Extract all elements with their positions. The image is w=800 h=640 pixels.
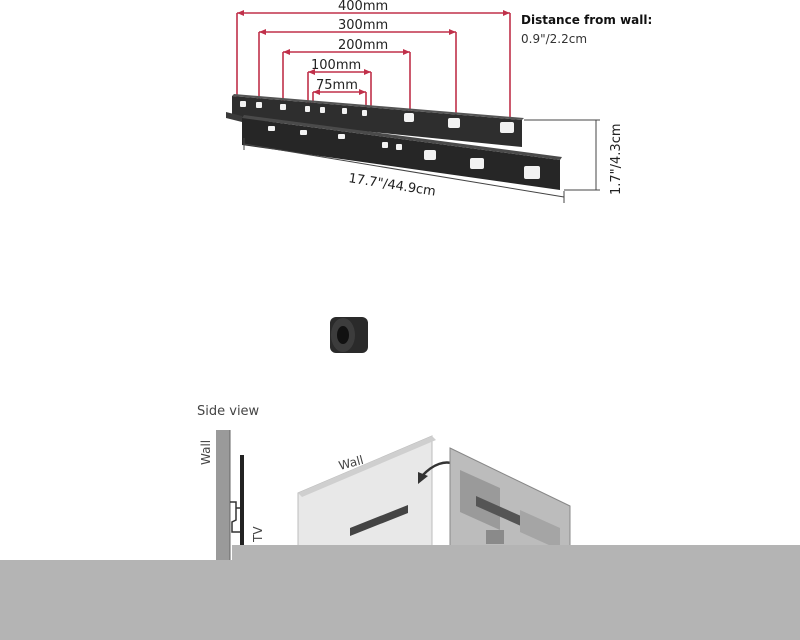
length-label: 17.7"/44.9cm: [347, 171, 436, 200]
dim-400mm-label: 400mm: [338, 0, 388, 14]
side-view-title: Side view: [197, 404, 260, 419]
install-wall-panel: [297, 435, 436, 561]
dim-100mm-label: 100mm: [311, 58, 361, 73]
install-wall-label: Wall: [337, 453, 365, 473]
dim-300mm-label: 300mm: [338, 18, 388, 33]
distance-title: Distance from wall:: [521, 13, 652, 27]
mounting-rails: [226, 94, 562, 190]
side-view-wall: [216, 430, 231, 560]
bottom-bar: [0, 560, 800, 640]
rail-slots: [240, 101, 540, 179]
bottom-bar-notch: [232, 545, 800, 561]
height-dimension: [524, 119, 600, 191]
spacer-cylinder: [330, 317, 368, 353]
length-dimension: [243, 138, 565, 203]
side-view-tv-label: TV: [251, 526, 265, 543]
dim-75mm-label: 75mm: [316, 78, 358, 93]
distance-value: 0.9"/2.2cm: [521, 32, 587, 46]
dim-200mm-label: 200mm: [338, 38, 388, 53]
side-view-wall-label: Wall: [199, 440, 213, 465]
rail-bottom: [242, 118, 560, 190]
rail-top: [232, 96, 522, 147]
height-label: 1.7"/4.3cm: [609, 123, 624, 195]
dimension-arrowheads: [237, 10, 510, 95]
install-tv-back: [449, 447, 571, 561]
side-view-tv-panel: [240, 455, 244, 555]
